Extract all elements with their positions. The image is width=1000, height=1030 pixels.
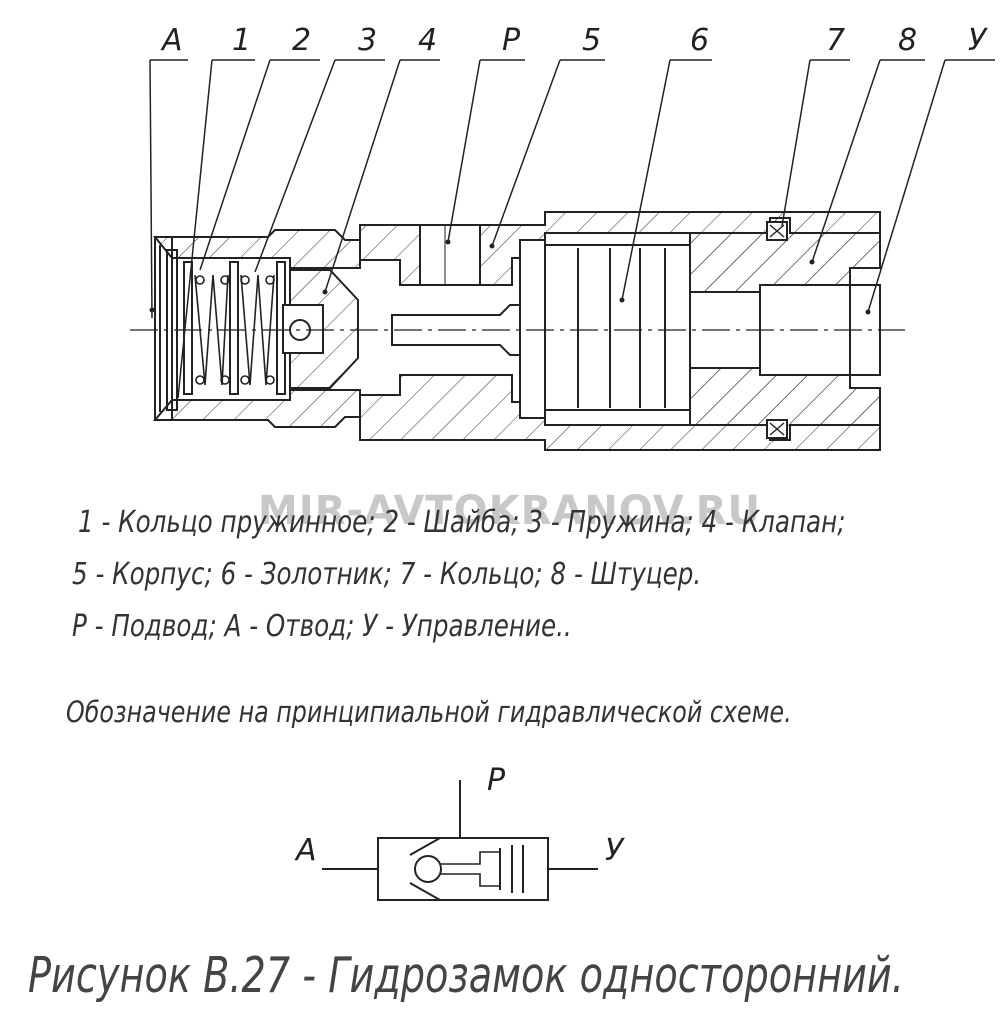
hydraulic-symbol — [322, 780, 598, 901]
callout-5: 5 — [582, 23, 601, 58]
springs — [194, 274, 275, 386]
schematic-subtitle: Обозначение на принципиальной гидравличе… — [66, 695, 792, 729]
callout-2: 2 — [292, 23, 311, 58]
legend-line-3: Р - Подвод; А - Отвод; У - Управление.. — [72, 609, 572, 644]
legend-line-1: 1 - Кольцо пружинное; 2 - Шайба; 3 - Пру… — [78, 505, 846, 540]
callout-leaders — [149, 59, 995, 399]
figure-caption: Рисунок В.27 - Гидрозамок односторонний. — [28, 947, 904, 1004]
schematic-label-u: У — [605, 833, 625, 868]
washer-mid — [229, 261, 239, 395]
left-cap-bottom — [152, 389, 361, 428]
seat — [409, 837, 441, 901]
schematic-label-a: А — [294, 833, 317, 868]
washer-left — [183, 261, 193, 395]
callout-p: P — [502, 23, 521, 58]
schematic-label-p: Р — [487, 763, 506, 798]
watermark: MIR-AVTOKRANOV.RU — [258, 488, 762, 534]
legend-line-2: 5 - Корпус; 6 - Золотник; 7 - Кольцо; 8 … — [72, 557, 702, 592]
left-cap-end — [154, 236, 173, 421]
valve-section — [130, 211, 905, 451]
callout-dots — [149, 239, 871, 315]
callout-6: 6 — [690, 23, 709, 58]
spool — [544, 244, 691, 411]
check-ball — [414, 855, 442, 883]
callout-1: 1 — [232, 23, 251, 58]
callout-4: 4 — [418, 23, 437, 58]
callout-8: 8 — [898, 23, 917, 58]
callout-3: 3 — [358, 23, 377, 58]
callout-a: A — [160, 23, 183, 58]
callout-u: У — [968, 23, 988, 58]
callout-7: 7 — [826, 23, 845, 58]
